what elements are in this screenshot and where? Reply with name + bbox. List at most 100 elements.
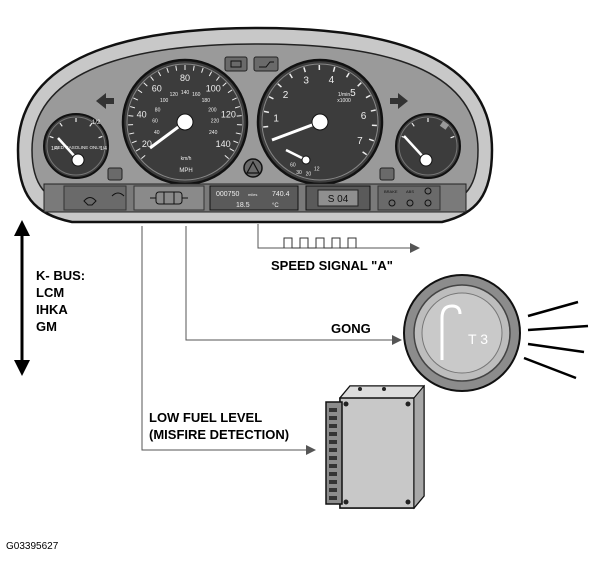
square-wave-signal — [283, 237, 357, 249]
battery-icon — [230, 60, 242, 68]
fuel-gauge-caption: DED GASOLINE ONLY — [55, 145, 102, 150]
speedometer-kmh-label: 200 — [208, 108, 217, 114]
gauge-tick — [131, 140, 137, 144]
kbus-double-arrow — [14, 220, 30, 376]
gauge-tick — [233, 140, 239, 144]
gauge-tick — [289, 73, 293, 79]
odometer-value: 000750 — [216, 191, 239, 198]
speedometer-kmh-label: 180 — [202, 98, 211, 104]
economy-scale-label: 12 — [314, 167, 320, 173]
speedometer-kmh-label: 40 — [154, 130, 160, 136]
speedometer-kmh-label: 160 — [192, 92, 201, 98]
connector-pin — [329, 424, 337, 428]
speedometer-mph-label: 120 — [221, 110, 236, 120]
gauge-tick — [357, 82, 362, 87]
oil-can-icon — [259, 61, 274, 68]
gauge-tick — [236, 115, 242, 117]
gauge-tick — [98, 135, 103, 139]
gauge-tick — [411, 122, 415, 127]
speedometer-kmh-label: 120 — [170, 92, 179, 98]
gauge-tick — [192, 65, 195, 71]
speedometer-mph-label: 100 — [206, 83, 221, 93]
gauge-tick — [332, 66, 336, 72]
gauge-tick — [235, 132, 241, 135]
sound-rays — [523, 300, 589, 380]
kbus-item: GM — [36, 319, 57, 334]
brake-indicator: BRAKE — [384, 189, 398, 194]
passenger-icon — [406, 199, 414, 207]
economy-scale-label: 30 — [296, 170, 302, 176]
odometer-display — [209, 185, 299, 211]
speed-signal-line — [257, 224, 420, 253]
connector-pin — [329, 408, 337, 412]
misfire-detection-label: (MISFIRE DETECTION) — [149, 427, 290, 442]
economy-scale-label: 20 — [306, 172, 312, 178]
fuel-gauge: DED GASOLINE ONLY 1/2 1/4 1/4 — [43, 113, 109, 179]
gauge-tick — [135, 148, 141, 152]
connector-pin — [329, 456, 337, 460]
gauge-tick — [365, 94, 371, 99]
gauge-tick — [129, 106, 136, 109]
abs-indicator: ABS — [406, 189, 414, 194]
connector-pin — [329, 440, 337, 444]
low-fuel-label: LOW FUEL LEVEL — [149, 410, 263, 425]
gong-signal-line — [185, 226, 402, 345]
gauge-tick — [133, 97, 139, 101]
gauge-tick — [49, 135, 54, 139]
connector-pin — [329, 488, 337, 492]
fuel-tick-label: 1/2 — [92, 120, 101, 126]
gauge-tick — [224, 155, 229, 160]
gauge-tick — [215, 76, 220, 81]
tachometer-unit: x1000 — [337, 98, 351, 104]
speedometer-kmh-label: 140 — [181, 90, 190, 96]
speedometer-mph-label: 40 — [137, 110, 147, 120]
speedometer-unit-kmh: km/h — [181, 156, 192, 162]
indicator-lamp — [107, 167, 123, 181]
gauge-tick — [208, 71, 213, 77]
speedometer-unit-mph: MPH — [179, 168, 192, 174]
child-seat-icon — [424, 199, 432, 207]
speedometer-kmh-label: 100 — [160, 98, 169, 104]
gauge-tick — [141, 155, 146, 160]
gauge-tick — [231, 97, 237, 101]
gauge-tick — [234, 106, 241, 109]
gauge-tick — [175, 65, 178, 71]
door-status-panel — [133, 185, 205, 211]
tachometer-label: 6 — [361, 111, 367, 122]
battery-warning-lamp — [224, 56, 248, 72]
speedometer-mph-label: 140 — [216, 139, 231, 149]
connector-pin — [329, 496, 337, 500]
kbus-item: LCM — [36, 285, 65, 300]
temperature-unit: °C — [272, 203, 279, 209]
warning-triangle-icon — [245, 160, 261, 174]
gauge-tick — [129, 132, 135, 135]
temperature-gauge — [395, 113, 461, 179]
tachometer-needle — [271, 120, 321, 142]
tachometer-label: 4 — [329, 75, 335, 86]
speed-signal-label: SPEED SIGNAL "A" — [271, 258, 393, 273]
gauge-tick — [166, 67, 169, 73]
gauge-tick — [450, 135, 455, 139]
indicator-lamp — [379, 167, 395, 181]
tachometer-label: 3 — [303, 76, 309, 87]
connector-pin — [329, 448, 337, 452]
gauge-tick — [150, 76, 155, 81]
gauge-tick — [201, 67, 204, 73]
gauge-tick — [227, 89, 233, 94]
turn-signal-left-icon — [96, 93, 114, 109]
gauge-tick — [370, 109, 376, 112]
trip-value: 740.4 — [272, 191, 290, 198]
speedometer-kmh-label: 240 — [209, 130, 218, 136]
connector-pin — [329, 472, 337, 476]
car-doors-icon — [150, 191, 188, 205]
gauge-tick — [229, 148, 235, 152]
speedometer-kmh-label: 220 — [211, 119, 220, 125]
speedometer-kmh-label: 80 — [155, 108, 161, 114]
speedometer-mph-label: 60 — [152, 83, 162, 93]
speedometer-mph-label: 80 — [180, 73, 190, 83]
connector-pin — [329, 464, 337, 468]
gear-value: S 04 — [328, 194, 349, 205]
